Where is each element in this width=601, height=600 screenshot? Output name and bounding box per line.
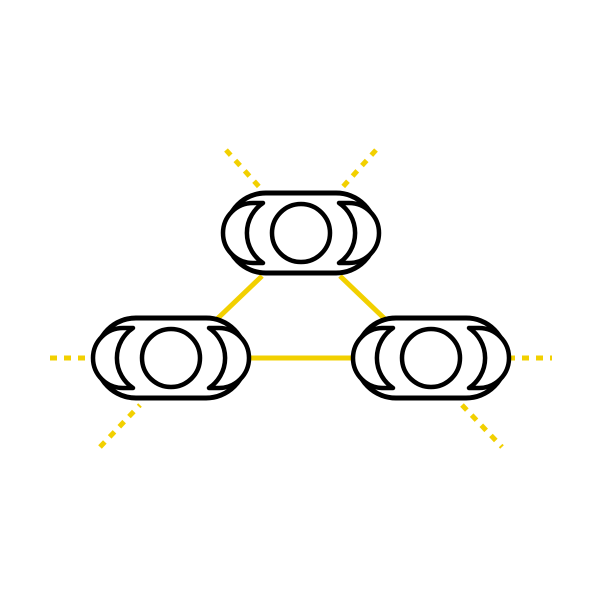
external-link-top-upper-right [338,148,378,192]
external-links [50,148,552,449]
connection-top-left [214,274,264,322]
connections [214,274,388,361]
external-link-left-lower-left [98,403,142,449]
triple-circle-pill-icon [93,318,249,398]
triple-circle-pill-icon [223,193,379,273]
node-left [93,318,249,398]
connection-top-right [338,274,388,322]
node-right [353,318,509,398]
node-top [223,193,379,273]
external-link-right-lower-right [460,403,504,449]
external-link-top-upper-left [224,148,264,192]
triple-circle-pill-icon [353,318,509,398]
